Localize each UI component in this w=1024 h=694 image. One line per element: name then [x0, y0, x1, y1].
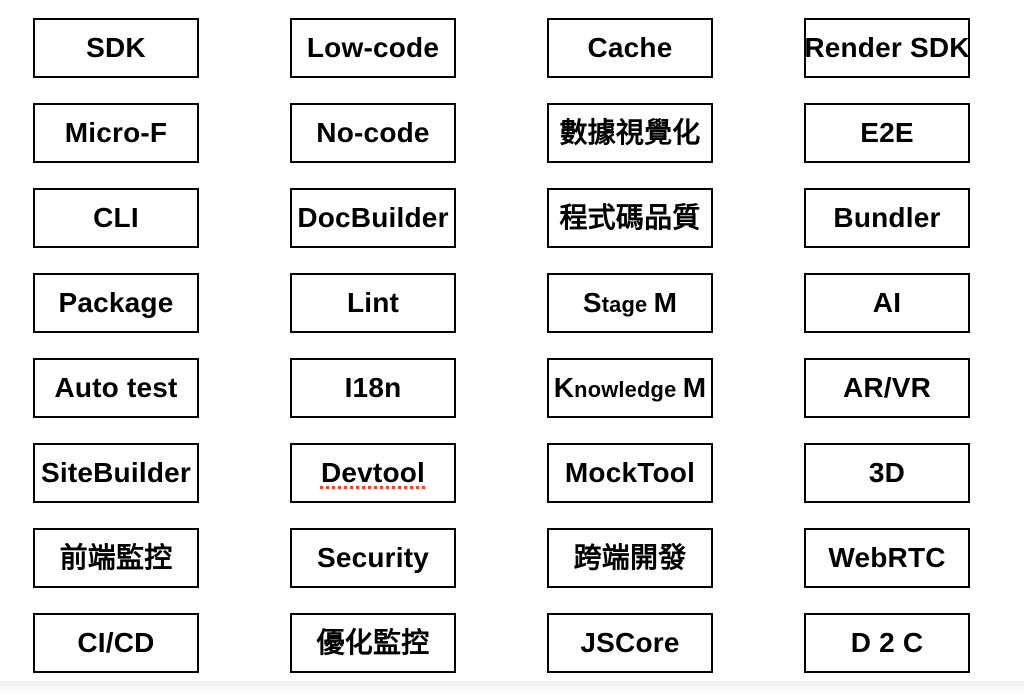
module-box-auto-test: Auto test: [33, 358, 199, 418]
module-label: AR/VR: [842, 371, 932, 403]
module-box-low-code: Low-code: [290, 18, 456, 78]
module-box-i18n: I18n: [290, 358, 456, 418]
module-box-code-quality: 程式碼品質: [547, 188, 713, 248]
module-box-docbuilder: DocBuilder: [290, 188, 456, 248]
module-box-optimization-monitoring: 優化監控: [290, 613, 456, 673]
module-label: 3D: [868, 456, 906, 488]
module-label: Micro-F: [64, 116, 168, 148]
module-label: CI/CD: [77, 626, 155, 658]
module-box-data-visualization: 數據視覺化: [547, 103, 713, 163]
module-label: DocBuilder: [297, 201, 449, 233]
module-box-devtool: Devtool: [290, 443, 456, 503]
module-label: E2E: [860, 116, 914, 148]
module-label: I18n: [344, 371, 402, 403]
module-label: 前端監控: [59, 541, 173, 573]
module-box-webrtc: WebRTC: [804, 528, 970, 588]
module-label-part: M: [653, 286, 678, 318]
module-label: Render SDK: [804, 31, 970, 63]
module-label: AI: [872, 286, 902, 318]
module-label-part: K: [553, 371, 575, 403]
module-label-part: tage: [601, 291, 654, 317]
module-label: Lint: [346, 286, 400, 318]
module-box-d2c: D 2 C: [804, 613, 970, 673]
module-box-render-sdk: Render SDK: [804, 18, 970, 78]
module-label: 數據視覺化: [559, 116, 701, 148]
module-box-lint: Lint: [290, 273, 456, 333]
module-box-ci-cd: CI/CD: [33, 613, 199, 673]
module-box-no-code: No-code: [290, 103, 456, 163]
module-box-bundler: Bundler: [804, 188, 970, 248]
module-label-part: nowledge: [574, 376, 683, 402]
module-label: Knowledge M: [553, 371, 707, 404]
module-box-cli: CLI: [33, 188, 199, 248]
module-label: Bundler: [833, 201, 941, 233]
module-box-cache: Cache: [547, 18, 713, 78]
module-box-package: Package: [33, 273, 199, 333]
module-label: No-code: [316, 116, 430, 148]
module-box-cross-platform-dev: 跨端開發: [547, 528, 713, 588]
module-label: Package: [58, 286, 174, 318]
module-label: Auto test: [54, 371, 178, 403]
module-box-e2e: E2E: [804, 103, 970, 163]
module-box-security: Security: [290, 528, 456, 588]
module-label: Low-code: [306, 31, 440, 63]
module-grid: SDK Low-code Cache Render SDK Micro-F No…: [33, 18, 970, 673]
module-label: D 2 C: [850, 626, 924, 658]
module-box-ar-vr: AR/VR: [804, 358, 970, 418]
module-label: JSCore: [580, 626, 680, 658]
module-label: WebRTC: [828, 541, 946, 573]
module-box-sdk: SDK: [33, 18, 199, 78]
module-label: Devtool: [320, 456, 426, 488]
module-box-stage-m: Stage M: [547, 273, 713, 333]
module-box-sitebuilder: SiteBuilder: [33, 443, 199, 503]
module-label-part: S: [582, 286, 602, 318]
module-label: 程式碼品質: [559, 201, 701, 233]
module-box-knowledge-m: Knowledge M: [547, 358, 713, 418]
module-box-frontend-monitoring: 前端監控: [33, 528, 199, 588]
module-label: SDK: [86, 31, 146, 63]
module-box-micro-f: Micro-F: [33, 103, 199, 163]
module-box-mocktool: MockTool: [547, 443, 713, 503]
module-label: 跨端開發: [573, 541, 687, 573]
module-box-ai: AI: [804, 273, 970, 333]
module-box-3d: 3D: [804, 443, 970, 503]
module-label: SiteBuilder: [40, 456, 191, 488]
module-label: Stage M: [582, 286, 678, 319]
module-label: CLI: [93, 201, 139, 233]
module-label: Cache: [587, 31, 673, 63]
bottom-edge-strip: [0, 681, 1024, 694]
module-label-part: M: [682, 371, 707, 403]
module-label: Security: [316, 541, 430, 573]
module-label: 優化監控: [316, 626, 430, 658]
module-box-jscore: JSCore: [547, 613, 713, 673]
module-label: MockTool: [564, 456, 696, 488]
